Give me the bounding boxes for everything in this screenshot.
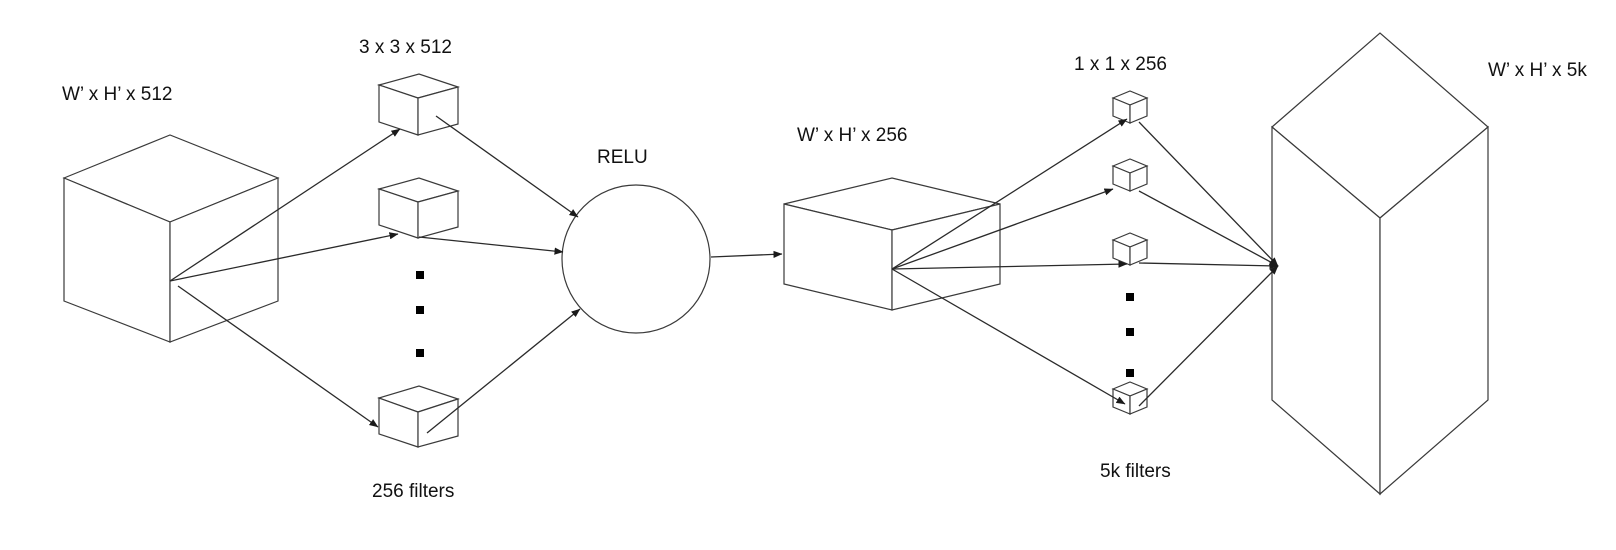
arrow-conv1-2-to-output (1138, 190, 1279, 267)
conv1-filter-last (1111, 381, 1149, 415)
input-dims-label: W’ x H’ x 512 (62, 84, 173, 105)
ellipsis-dot (1126, 293, 1134, 301)
arrow-middle-to-conv1-3 (891, 260, 1128, 270)
arrow-input-to-filter-top (169, 128, 401, 282)
conv1-count-label: 5k filters (1100, 461, 1171, 482)
ellipsis-dot (416, 306, 424, 314)
output-volume (1271, 32, 1489, 496)
ellipsis-dot (1126, 328, 1134, 336)
middle-dims-label: W’ x H’ x 256 (797, 125, 908, 146)
conv1-filter-1 (1111, 90, 1149, 124)
arrow-filter-second-to-relu (418, 236, 564, 255)
arrow-filter-top-to-relu (435, 115, 579, 218)
input-volume (62, 134, 280, 343)
arrow-conv1-last-to-output (1138, 265, 1279, 407)
relu-node (561, 184, 711, 334)
arrow-input-to-filter-second (169, 232, 399, 282)
arrow-relu-to-middle (710, 250, 783, 258)
arrow-conv1-3-to-output (1138, 262, 1279, 270)
conv1-dims-label: 1 x 1 x 256 (1074, 54, 1167, 75)
conv3-count-label: 256 filters (372, 481, 454, 502)
arrow-filter-bottom-to-relu (426, 308, 581, 434)
conv1-filter-2 (1111, 158, 1149, 192)
ellipsis-dot (1126, 369, 1134, 377)
output-dims-label: W’ x H’ x 5k (1488, 60, 1587, 81)
arrow-conv1-1-to-output (1138, 121, 1279, 267)
ellipsis-dot (416, 271, 424, 279)
relu-label: RELU (597, 147, 648, 168)
conv3-filter-bottom (377, 385, 460, 448)
conv3-dims-label: 3 x 3 x 512 (359, 37, 452, 58)
arrow-middle-to-conv1-last (891, 268, 1126, 405)
conv3-filter-second (376, 177, 461, 239)
middle-volume (783, 177, 1001, 311)
ellipsis-dot (416, 349, 424, 357)
conv1-filter-3 (1111, 232, 1149, 266)
arrow-input-to-filter-bottom (177, 285, 379, 428)
conv3-filter-top (376, 73, 461, 136)
arrow-middle-to-conv1-1 (891, 118, 1128, 270)
arrow-middle-to-conv1-2 (891, 188, 1114, 270)
